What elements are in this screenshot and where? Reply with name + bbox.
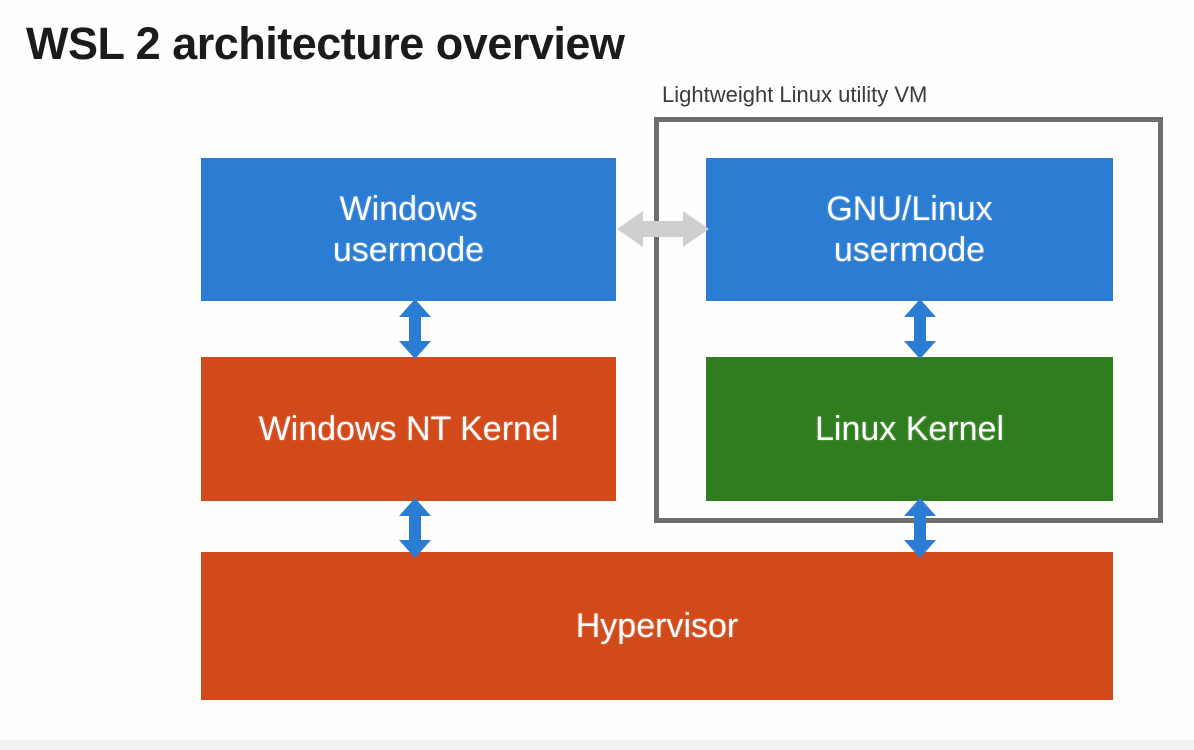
- block-gnu-linux-usermode-line2: usermode: [833, 230, 986, 269]
- vm-container-label: Lightweight Linux utility VM: [662, 82, 928, 107]
- arrow-nt-kernel-to-hypervisor-icon: [393, 498, 437, 558]
- arrow-windows-usermode-to-nt-kernel-icon: [393, 299, 437, 359]
- player-bottom-strip: [0, 740, 1194, 750]
- arrow-gnu-usermode-to-linux-kernel-icon: [898, 299, 942, 359]
- block-windows-usermode-line2: usermode: [332, 230, 485, 269]
- block-windows-usermode: Windows usermode: [201, 158, 616, 301]
- block-windows-usermode-line1: Windows: [339, 190, 478, 229]
- vm-container-box: [654, 117, 1163, 523]
- arrow-linux-kernel-to-hypervisor-icon: [898, 498, 942, 558]
- block-hypervisor-label: Hypervisor: [575, 606, 739, 645]
- page-title: WSL 2 architecture overview: [26, 18, 625, 69]
- block-windows-nt-kernel: Windows NT Kernel: [201, 357, 616, 501]
- block-gnu-linux-usermode: GNU/Linux usermode: [706, 158, 1113, 301]
- block-linux-kernel-label: Linux Kernel: [814, 409, 1004, 448]
- block-hypervisor: Hypervisor: [201, 552, 1113, 700]
- block-linux-kernel: Linux Kernel: [706, 357, 1113, 501]
- block-windows-nt-kernel-label: Windows NT Kernel: [258, 409, 559, 448]
- block-gnu-linux-usermode-line1: GNU/Linux: [826, 190, 993, 229]
- arrow-windows-usermode-to-gnu-usermode-icon: [617, 206, 709, 252]
